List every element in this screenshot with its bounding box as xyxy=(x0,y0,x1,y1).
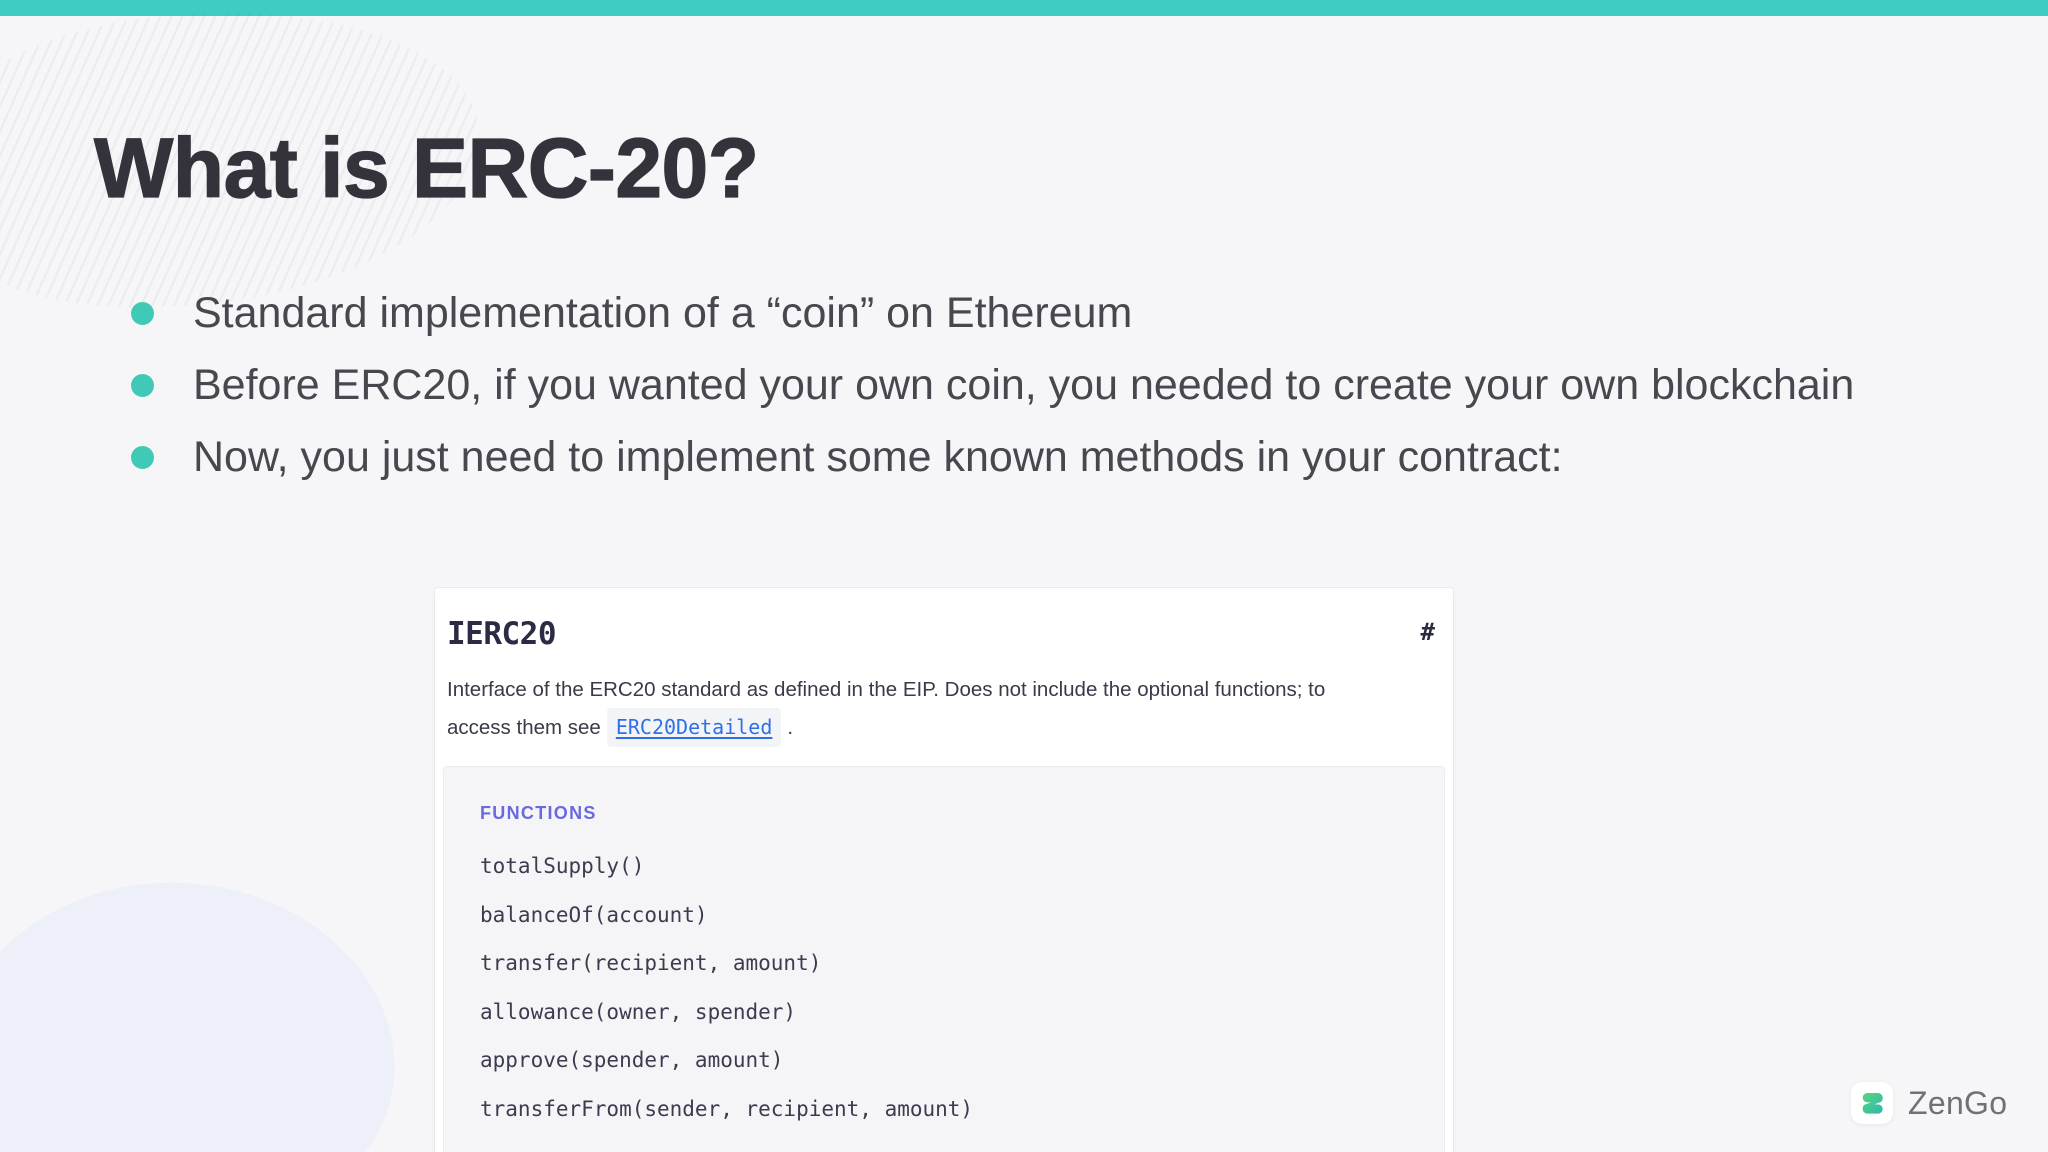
hash-anchor-link[interactable]: # xyxy=(1420,618,1435,646)
function-item: balanceOf(account) xyxy=(480,902,708,927)
function-item: allowance(owner, spender) xyxy=(480,999,797,1024)
bullet-list: Standard implementation of a “coin” on E… xyxy=(131,277,1921,493)
bullet-icon xyxy=(131,302,154,325)
bullet-icon xyxy=(131,446,154,469)
bullet-icon xyxy=(131,374,154,397)
zengo-wordmark: ZenGo xyxy=(1908,1084,2008,1121)
function-item: totalSupply() xyxy=(480,854,645,878)
bullet-text: Now, you just need to implement some kno… xyxy=(193,433,1563,481)
doc-description-line1: Interface of the ERC20 standard as defin… xyxy=(447,678,1326,701)
doc-heading: IERC20 xyxy=(447,616,556,652)
doc-description-line2-prefix: access them see xyxy=(447,716,601,739)
bullet-text: Before ERC20, if you wanted your own coi… xyxy=(193,361,1855,409)
doc-description-suffix: . xyxy=(787,716,794,739)
functions-label: FUNCTIONS xyxy=(480,803,597,823)
blob-decoration xyxy=(0,846,423,1152)
top-accent-bar xyxy=(0,0,2048,16)
list-item: Before ERC20, if you wanted your own coi… xyxy=(131,349,1921,421)
doc-description: Interface of the ERC20 standard as defin… xyxy=(447,672,1442,747)
zengo-logo: ZenGo xyxy=(1851,1082,2007,1124)
functions-panel: FUNCTIONS totalSupply() balanceOf(accoun… xyxy=(443,766,1445,1152)
function-item: transferFrom(sender, recipient, amount) xyxy=(480,1096,974,1121)
list-item: Standard implementation of a “coin” on E… xyxy=(131,277,1921,349)
list-item: Now, you just need to implement some kno… xyxy=(131,421,1921,493)
function-item: transfer(recipient, amount) xyxy=(480,951,822,975)
zengo-z-icon xyxy=(1851,1082,1893,1124)
page-title: What is ERC-20? xyxy=(93,121,759,215)
bullet-text: Standard implementation of a “coin” on E… xyxy=(193,289,1133,337)
ierc20-doc-card: IERC20 # Interface of the ERC20 standard… xyxy=(435,588,1453,1152)
function-item: approve(spender, amount) xyxy=(480,1048,784,1072)
erc20detailed-link[interactable]: ERC20Detailed xyxy=(606,708,782,747)
